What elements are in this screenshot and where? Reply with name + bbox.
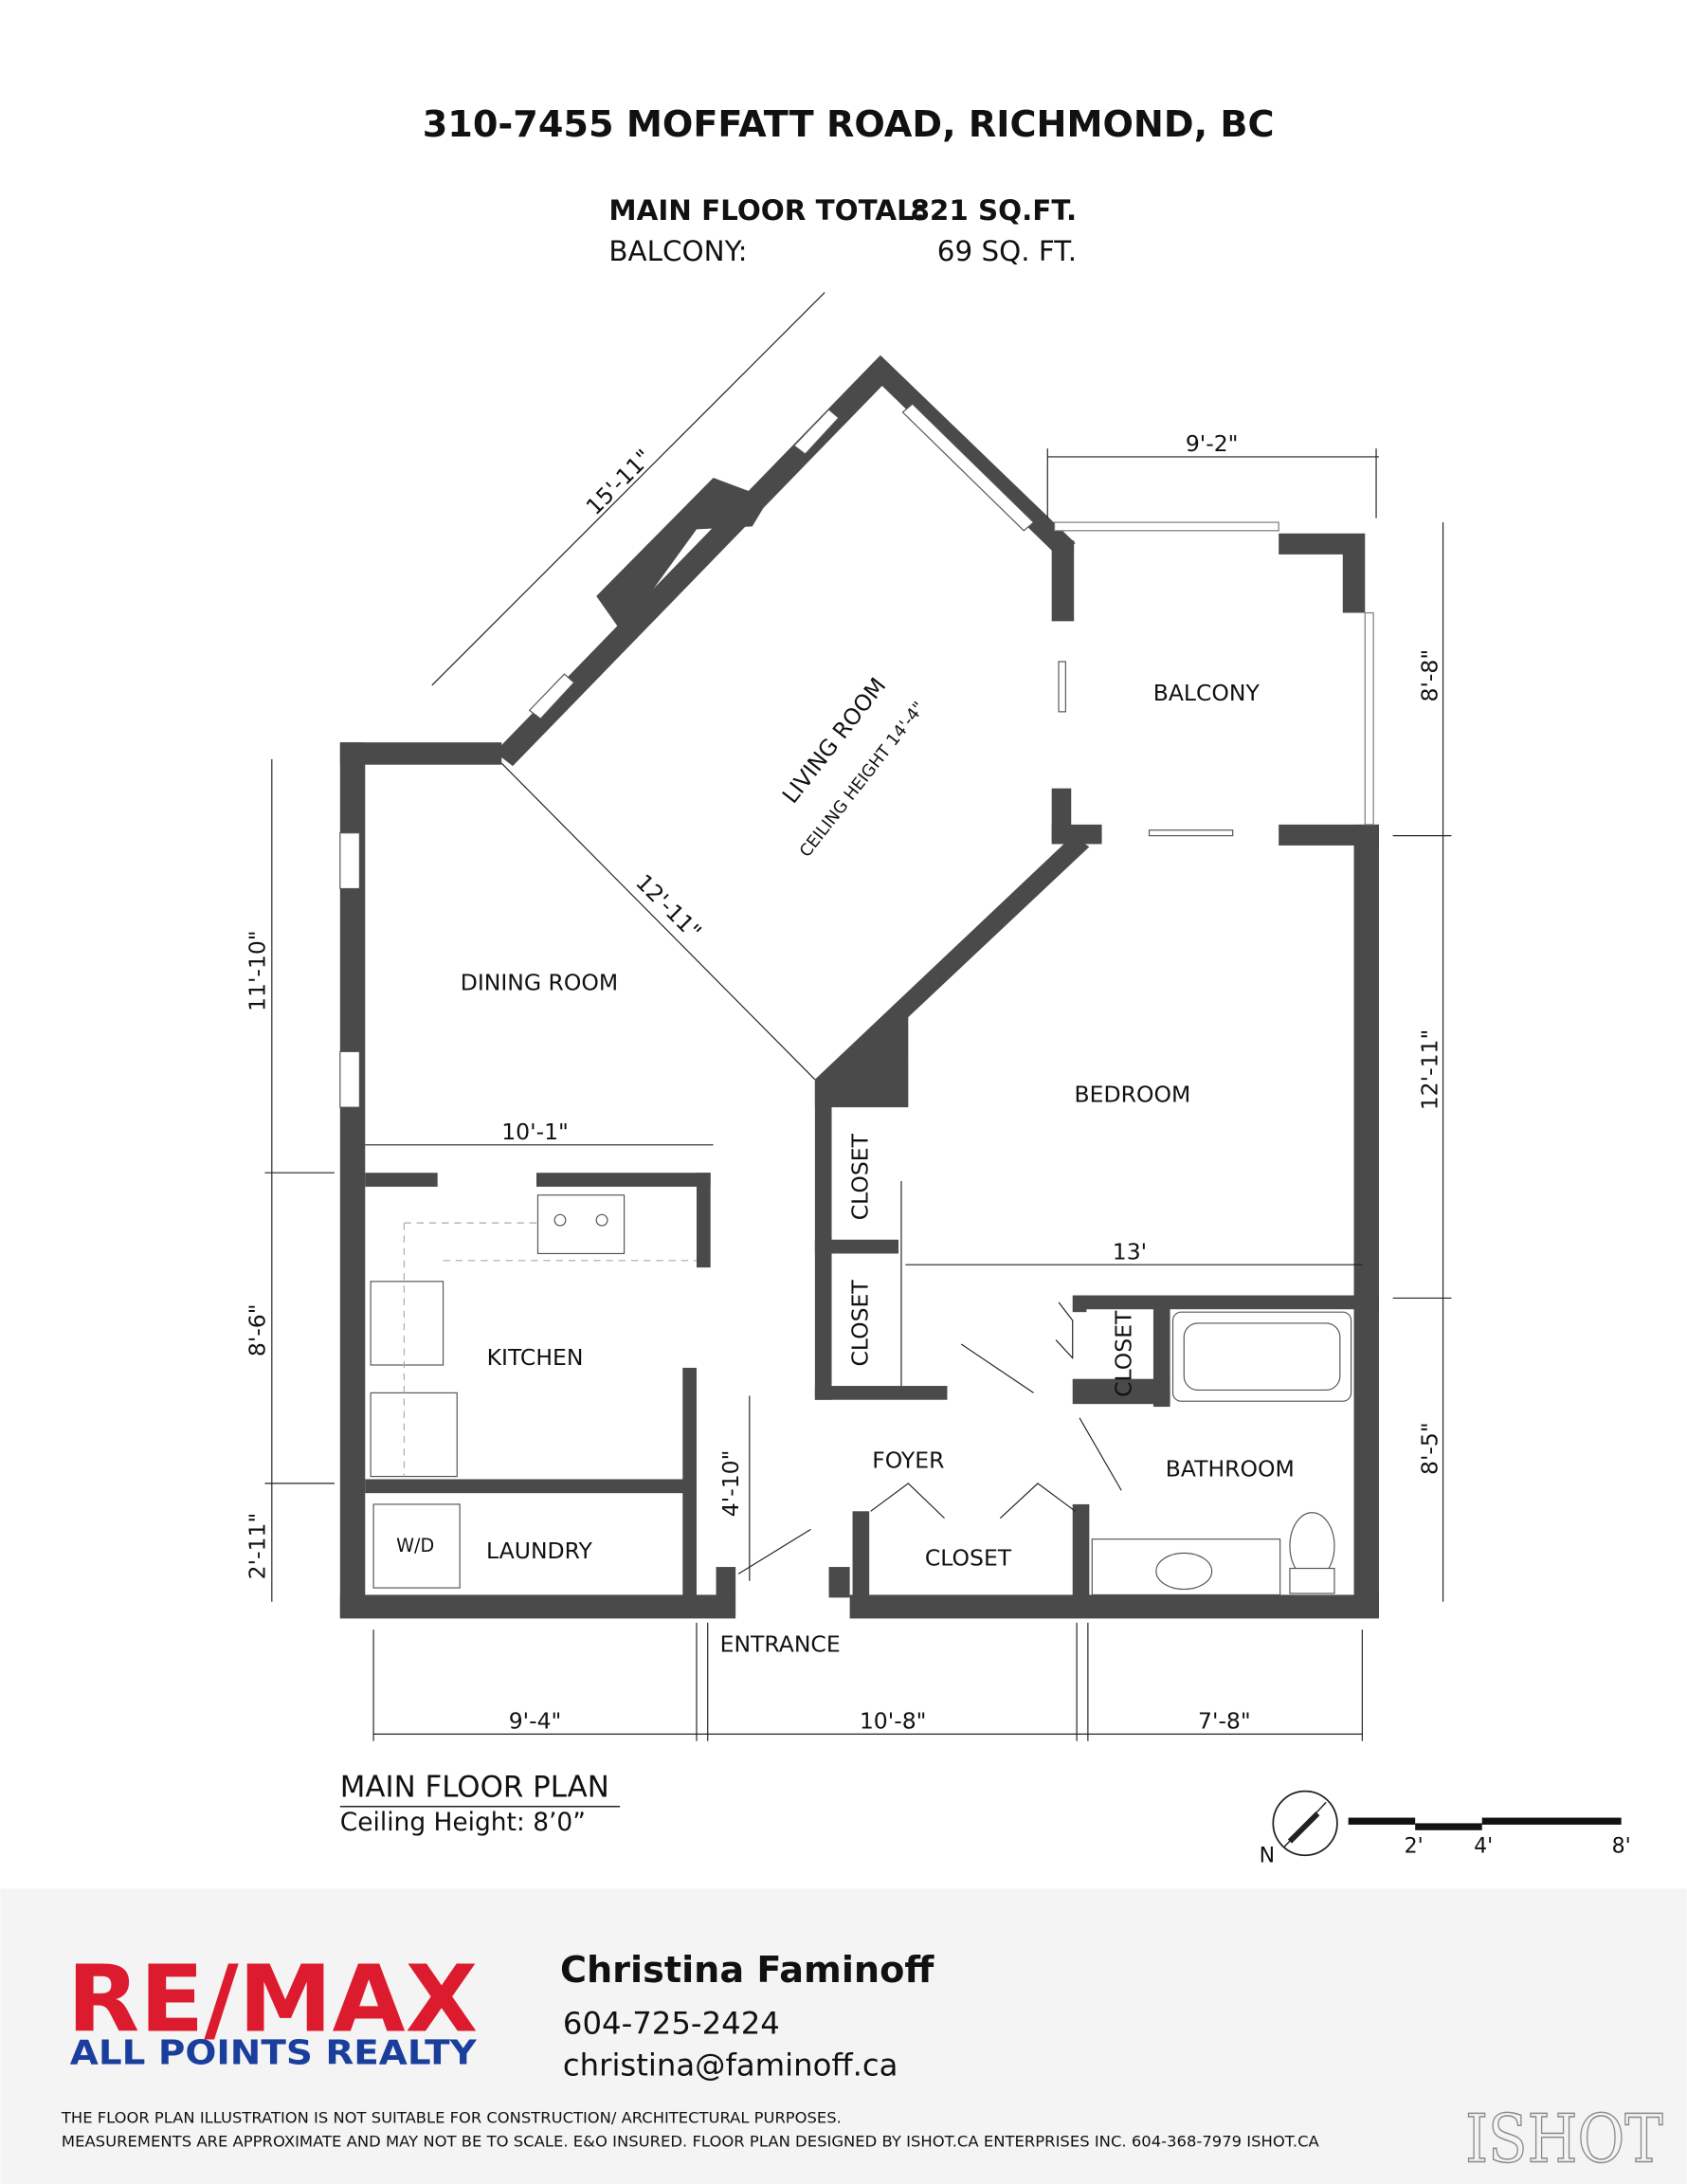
disclaimer-line-2: MEASUREMENTS ARE APPROXIMATE AND MAY NOT…	[62, 2132, 1319, 2150]
main-floor-label: MAIN FLOOR TOTAL:	[608, 194, 925, 227]
label-kitchen: KITCHEN	[487, 1344, 584, 1371]
agent-email[interactable]: christina@faminoff.ca	[563, 2047, 898, 2083]
label-foyer: FOYER	[872, 1447, 944, 1474]
fridge	[370, 1392, 458, 1478]
svg-text:RE/MAX: RE/MAX	[67, 1945, 478, 2052]
scale-bar	[1348, 1817, 1622, 1830]
label-closet-4: CLOSET	[925, 1545, 1012, 1572]
svg-text:ALL POINTS REALTY: ALL POINTS REALTY	[70, 2034, 478, 2073]
footer-band	[0, 1888, 1687, 2184]
dimension-lines	[264, 292, 1452, 1741]
dim-kitchen-height: 8'-6"	[244, 1303, 270, 1356]
dim-bedroom-height: 12'-11"	[1417, 1029, 1443, 1111]
main-floor-value: 821 SQ.FT.	[910, 194, 1077, 227]
label-bathroom: BATHROOM	[1166, 1456, 1295, 1483]
remax-logo: RE/MAX ALL POINTS REALTY	[67, 1945, 478, 2072]
stove	[370, 1281, 444, 1366]
dim-bottom-left: 9'-4"	[509, 1708, 562, 1735]
room-labels: LIVING ROOM CEILING HEIGHT 14'-4" DINING…	[396, 673, 1295, 1658]
label-bedroom: BEDROOM	[1075, 1081, 1191, 1107]
plan-caption-title: MAIN FLOOR PLAN	[340, 1771, 609, 1805]
ishot-watermark-logo: ISHOT	[1465, 2100, 1663, 2177]
dim-balcony-width: 9'-2"	[1186, 430, 1239, 457]
scale-label-2: 2'	[1405, 1834, 1424, 1858]
balcony-value: 69 SQ. FT.	[937, 235, 1077, 267]
dim-balcony-depth: 8'-8"	[1417, 649, 1443, 702]
dim-laundry-height: 2'-11"	[244, 1513, 270, 1580]
dim-living-diag: 15'-11"	[581, 444, 657, 519]
dim-kitchen-width: 10'-1"	[501, 1119, 569, 1145]
balcony-label: BALCONY:	[608, 235, 747, 267]
label-closet-3: CLOSET	[1110, 1310, 1136, 1397]
label-balcony: BALCONY	[1153, 680, 1261, 706]
kitchen-sink	[536, 1194, 626, 1255]
plan-caption-ceiling: Ceiling Height: 8’0”	[340, 1808, 586, 1837]
sink	[1155, 1552, 1213, 1591]
dim-dining-diag: 12'-11"	[630, 869, 706, 945]
dim-bath-height: 8'-5"	[1417, 1422, 1443, 1475]
disclaimer-line-1: THE FLOOR PLAN ILLUSTRATION IS NOT SUITA…	[61, 2108, 842, 2126]
walls	[339, 355, 1379, 1619]
scale-label-4: 4'	[1474, 1834, 1493, 1858]
dim-bottom-mid: 10'-8"	[860, 1708, 927, 1735]
agent-name: Christina Faminoff	[560, 1950, 934, 1992]
label-dining-room: DINING ROOM	[461, 970, 618, 996]
label-entrance: ENTRANCE	[720, 1631, 841, 1658]
label-closet-1: CLOSET	[847, 1133, 874, 1220]
fixtures	[370, 1181, 1352, 1596]
agent-phone[interactable]: 604-725-2424	[563, 2005, 780, 2041]
washer-dryer	[372, 1503, 461, 1589]
dim-bottom-right: 7'-8"	[1198, 1708, 1251, 1735]
compass-icon	[1272, 1790, 1338, 1857]
label-laundry: LAUNDRY	[486, 1538, 592, 1564]
property-title: 310-7455 MOFFATT ROAD, RICHMOND, BC	[423, 104, 1275, 146]
scale-label-8: 8'	[1612, 1834, 1631, 1858]
label-wd: W/D	[396, 1535, 434, 1556]
dim-foyer-depth: 4'-10"	[717, 1450, 744, 1518]
dim-bedroom-width: 13'	[1113, 1238, 1147, 1265]
north-label: N	[1260, 1845, 1275, 1868]
label-living-room: LIVING ROOM	[777, 673, 892, 809]
label-closet-2: CLOSET	[847, 1280, 874, 1367]
dim-dining-height: 11'-10"	[244, 930, 270, 1011]
